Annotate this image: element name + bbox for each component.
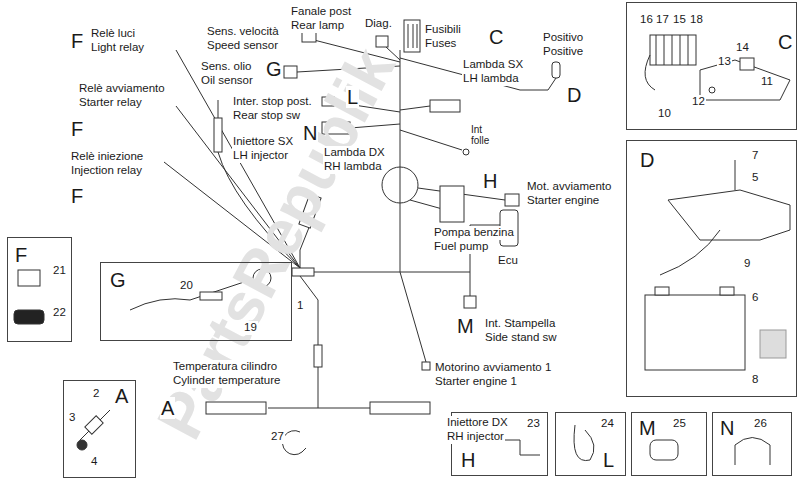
callout-number: 8 bbox=[751, 373, 759, 387]
group-letter: A bbox=[160, 397, 175, 419]
callout-number: 15 bbox=[672, 13, 687, 27]
callout-number: 23 bbox=[526, 417, 541, 431]
callout-number: 2 bbox=[92, 387, 100, 401]
group-letter: M bbox=[456, 315, 475, 337]
part-label: Mot. avviamento bbox=[526, 180, 612, 194]
part-group-box: G 20 19 bbox=[100, 262, 292, 341]
callout-number: 21 bbox=[52, 264, 67, 278]
part-label: Positivo bbox=[542, 31, 584, 45]
part-label: Side stand sw bbox=[484, 331, 558, 345]
callout-number: 17 bbox=[655, 13, 670, 27]
callout-number: 24 bbox=[600, 417, 615, 431]
part-label: 27 bbox=[270, 430, 285, 444]
group-letter: F bbox=[70, 185, 84, 207]
part-label: Relè luci bbox=[90, 27, 136, 41]
part-label: Light relay bbox=[90, 41, 145, 55]
group-letter: F bbox=[14, 244, 28, 266]
part-label: Relè avviamento bbox=[78, 82, 166, 96]
part-group-box: C 16171518 1413 11 12 10 bbox=[626, 2, 797, 130]
callout-number: 12 bbox=[691, 95, 706, 109]
part-group-box: 2A 3 4 bbox=[63, 380, 136, 478]
group-letter: F bbox=[70, 118, 84, 140]
callout-number: 4 bbox=[90, 455, 98, 469]
callout-number: 7 bbox=[751, 149, 759, 163]
group-letter: L bbox=[602, 449, 615, 471]
part-label: Oil sensor bbox=[200, 74, 254, 88]
part-label: Int. Stampella bbox=[484, 317, 556, 331]
part-label: Fanale post bbox=[290, 5, 352, 19]
group-letter: H bbox=[460, 449, 476, 471]
part-label: Lambda DX bbox=[323, 146, 386, 160]
part-group-box: D 7 5 9 6 8 bbox=[626, 140, 797, 397]
group-letter: D bbox=[566, 84, 582, 106]
callout-number: 11 bbox=[760, 75, 774, 89]
part-group-box: M 25 bbox=[631, 412, 707, 476]
callout-number: 19 bbox=[243, 321, 258, 335]
callout-number: 25 bbox=[672, 417, 687, 431]
part-label: Positive bbox=[542, 45, 584, 59]
part-label: Motorino avviamento 1 bbox=[434, 361, 552, 375]
part-label: Fusibili bbox=[424, 23, 462, 37]
part-label: RH injector bbox=[446, 430, 505, 444]
part-label: 1 bbox=[296, 299, 304, 313]
part-label: Diag. bbox=[364, 17, 393, 31]
part-group-box: N 26 bbox=[712, 412, 792, 476]
group-letter: N bbox=[719, 417, 735, 439]
part-label: folle bbox=[470, 135, 490, 147]
group-letter: H bbox=[482, 170, 498, 192]
group-letter: F bbox=[70, 30, 84, 52]
part-label: Injection relay bbox=[70, 164, 143, 178]
part-label: RH lambda bbox=[323, 160, 383, 174]
part-label: Starter relay bbox=[78, 96, 143, 110]
callout-number: 10 bbox=[657, 107, 672, 121]
group-letter: C bbox=[488, 26, 504, 48]
callout-number: 18 bbox=[689, 13, 704, 27]
part-label: Ecu bbox=[497, 254, 519, 268]
callout-number: 20 bbox=[179, 279, 194, 293]
callout-number: 5 bbox=[751, 171, 759, 185]
part-label: Rear lamp bbox=[290, 19, 345, 33]
group-letter: A bbox=[114, 385, 129, 407]
part-label: Cylinder temperature bbox=[172, 374, 281, 388]
part-label: Sens. velocità bbox=[206, 25, 280, 39]
part-label: Pompa benzina bbox=[433, 226, 515, 240]
group-letter: C bbox=[777, 31, 793, 53]
part-label: Lambda SX bbox=[462, 58, 524, 72]
callout-number: 14 bbox=[735, 41, 750, 55]
callout-number: 22 bbox=[52, 306, 67, 320]
group-letter: G bbox=[265, 58, 283, 80]
part-group-box: F 21 22 bbox=[7, 237, 72, 342]
part-label: Inter. stop post. bbox=[232, 95, 313, 109]
part-group-box: 24L bbox=[555, 412, 626, 476]
callout-number: 3 bbox=[68, 411, 76, 425]
callout-number: 13 bbox=[717, 55, 732, 69]
callout-number: 26 bbox=[753, 417, 768, 431]
group-letter: N bbox=[302, 122, 318, 144]
part-label: Fuel pump bbox=[433, 240, 489, 254]
part-label: LH lambda bbox=[462, 72, 520, 86]
part-label: Rear stop sw bbox=[232, 109, 301, 123]
part-label: Sens. olio bbox=[200, 60, 253, 74]
part-label: Starter engine bbox=[526, 194, 600, 208]
part-label: Speed sensor bbox=[206, 39, 279, 53]
group-letter: M bbox=[638, 417, 657, 439]
part-label: Iniettore SX bbox=[232, 135, 294, 149]
part-label: Iniettore DX bbox=[446, 416, 509, 430]
group-letter: G bbox=[109, 269, 127, 291]
group-letter: D bbox=[639, 149, 655, 171]
group-letter: L bbox=[346, 86, 359, 108]
part-label: Starter engine 1 bbox=[434, 375, 518, 389]
callout-number: 9 bbox=[743, 257, 751, 271]
callout-number: 16 bbox=[639, 13, 654, 27]
part-label: Fuses bbox=[424, 37, 457, 51]
part-label: LH injector bbox=[232, 149, 289, 163]
part-label: Relè iniezione bbox=[70, 150, 144, 164]
part-label: Temperatura cilindro bbox=[172, 360, 278, 374]
callout-number: 6 bbox=[751, 291, 759, 305]
